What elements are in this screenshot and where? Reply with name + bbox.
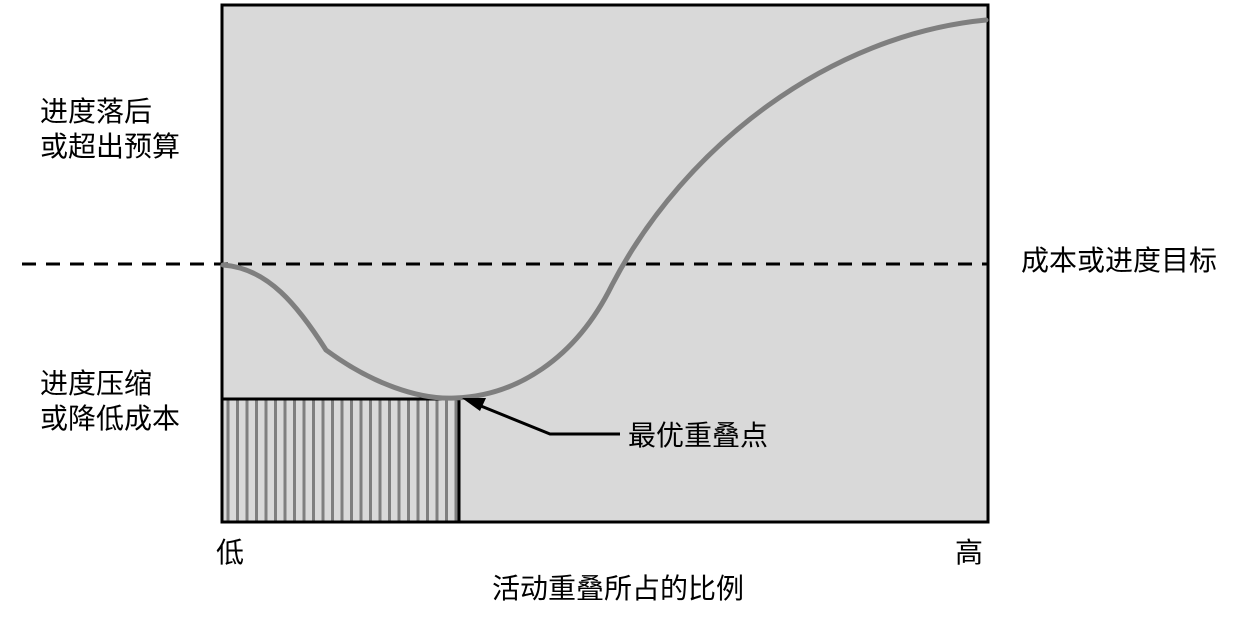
high-state-line1: 进度落后: [40, 95, 153, 128]
x-axis-high-label: 高: [955, 536, 984, 569]
optimal-point-arrow: [475, 402, 620, 436]
arrow-head: [462, 398, 486, 411]
optimal-overlap-region: [226, 399, 458, 522]
low-state-label: 进度压缩 或降低成本: [40, 366, 180, 436]
x-axis-title: 活动重叠所占的比例: [492, 572, 745, 605]
high-state-label: 进度落后 或超出预算: [40, 94, 180, 164]
overlap-curve: [220, 17, 989, 401]
target-line-label: 成本或进度目标: [1021, 244, 1218, 277]
high-state-line2: 或超出预算: [40, 130, 181, 163]
optimal-point-label: 最优重叠点: [628, 419, 769, 452]
low-state-line2: 或降低成本: [40, 402, 181, 435]
low-state-line1: 进度压缩: [40, 367, 153, 400]
x-axis-low-label: 低: [216, 536, 245, 569]
